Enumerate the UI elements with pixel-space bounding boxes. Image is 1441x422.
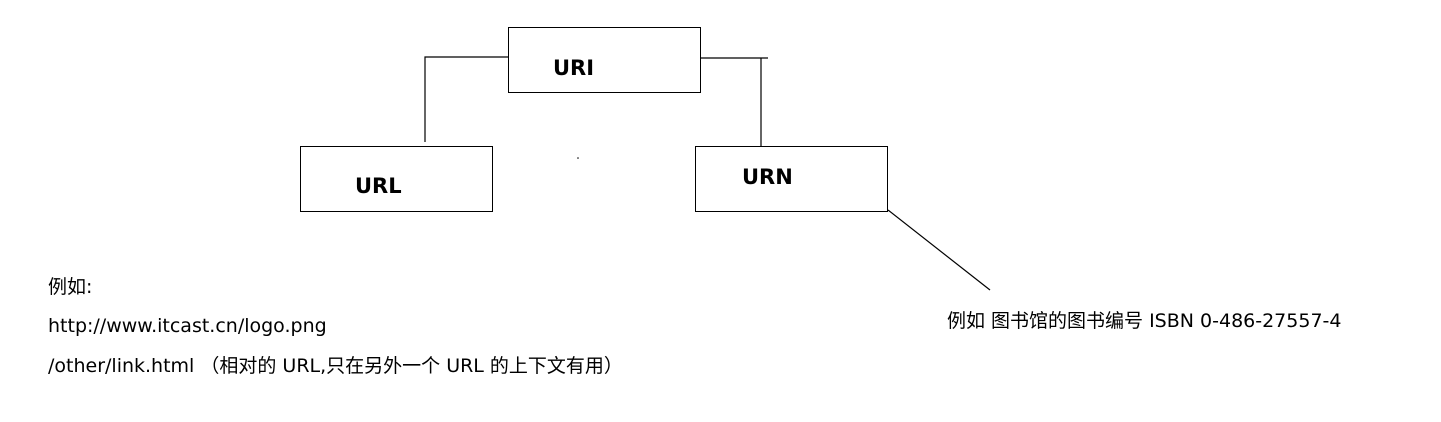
- urn-box: [695, 146, 888, 212]
- urn-example: 例如 图书馆的图书编号 ISBN 0-486-27557-4: [947, 310, 1342, 332]
- connector-uri-url: [424, 56, 509, 142]
- stray-dot: [577, 157, 579, 159]
- url-label: URL: [355, 174, 402, 198]
- url-example-absolute: http://www.itcast.cn/logo.png: [48, 315, 327, 337]
- uri-box: [508, 27, 701, 93]
- connector-urn-note: [887, 209, 991, 291]
- uri-label: URI: [553, 56, 595, 80]
- url-examples-heading: 例如:: [48, 276, 93, 298]
- url-example-relative: /other/link.html （相对的 URL,只在另外一个 URL 的上下…: [48, 355, 623, 377]
- url-box: [300, 146, 493, 212]
- urn-label: URN: [742, 165, 793, 189]
